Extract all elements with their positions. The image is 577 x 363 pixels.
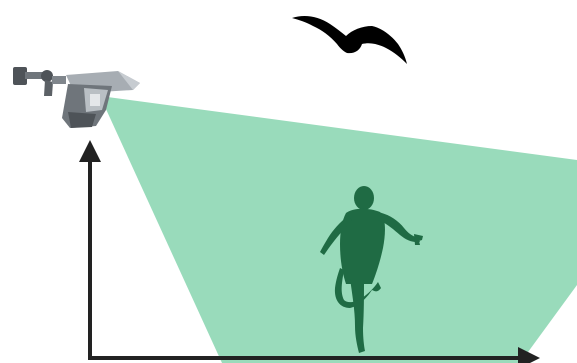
- sensor-bracket-plate: [13, 67, 27, 85]
- sensor-lens-window: [90, 94, 100, 106]
- motion-sensor-device: [13, 67, 140, 128]
- person-right-arm: [378, 212, 420, 243]
- person-back-leg: [334, 268, 381, 308]
- running-person: [320, 186, 423, 353]
- person-left-arm: [320, 216, 352, 255]
- sensor-underside: [68, 112, 96, 128]
- sensor-bracket-clamp: [52, 76, 66, 84]
- person-torso: [340, 208, 385, 284]
- ground-axis-arrowhead: [518, 347, 540, 363]
- sensor-bracket-neck: [44, 80, 53, 96]
- height-axis-arrowhead: [79, 140, 101, 162]
- person-right-hand: [414, 234, 423, 245]
- sensor-bracket-joint: [41, 70, 53, 82]
- sensor-bracket-arm: [25, 72, 47, 79]
- person-front-leg: [350, 278, 365, 353]
- person-head: [354, 186, 374, 210]
- flying-bird: [292, 16, 407, 64]
- sensor-hood-edge: [118, 71, 140, 90]
